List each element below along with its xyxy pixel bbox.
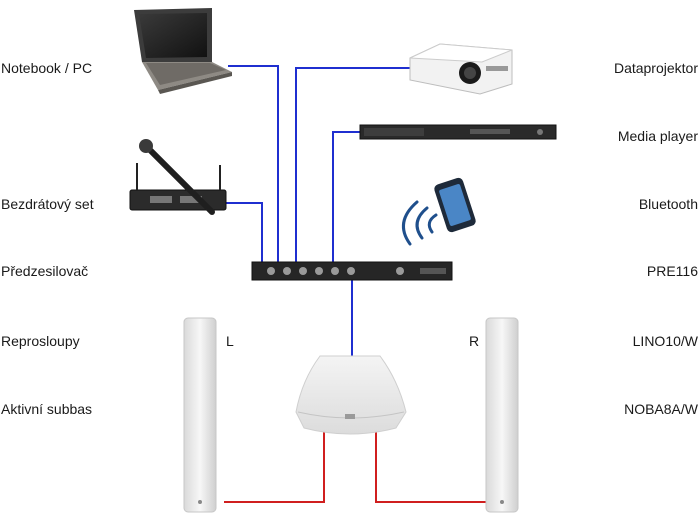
preamplifier-icon (251, 261, 453, 281)
wireless-microphone-set-icon (129, 139, 227, 215)
label-projector: Dataprojektor (613, 60, 698, 76)
channel-left-label: L (226, 333, 234, 349)
active-subwoofer-icon (295, 355, 407, 435)
label-speaker-model: LINO10/W (632, 333, 698, 349)
media-player-icon (359, 124, 557, 140)
line-sub-to-right-speaker (375, 432, 488, 503)
smartphone-icon (434, 177, 476, 233)
line-notebook-to-preamp (228, 65, 279, 262)
line-sub-to-left-speaker (224, 432, 325, 503)
label-active-subwoofer: Aktivní subbas (1, 401, 93, 417)
label-bluetooth: Bluetooth (638, 196, 698, 212)
label-notebook-pc: Notebook / PC (1, 60, 93, 76)
left-column-speaker-icon (183, 317, 217, 513)
label-wireless-set: Bezdrátový set (1, 196, 94, 212)
preamp-knobs (267, 267, 404, 275)
right-column-speaker-icon (485, 317, 519, 513)
signal-lines (225, 65, 410, 356)
label-column-speakers: Reprosloupy (1, 333, 80, 349)
label-subwoofer-model: NOBA8A/W (624, 401, 698, 417)
speaker-lines (224, 432, 488, 503)
label-preamp: Předzesilovač (1, 263, 89, 279)
line-wireless-to-preamp (225, 202, 263, 262)
line-mediaplayer-to-preamp (332, 131, 360, 262)
projector-icon (409, 43, 513, 95)
channel-right-label: R (469, 333, 480, 349)
label-preamp-model: PRE116 (646, 263, 698, 279)
label-media-player: Media player (617, 128, 698, 144)
bluetooth-waves-icon (401, 200, 438, 246)
notebook-icon (134, 8, 232, 94)
line-projector-to-preamp (295, 67, 410, 262)
